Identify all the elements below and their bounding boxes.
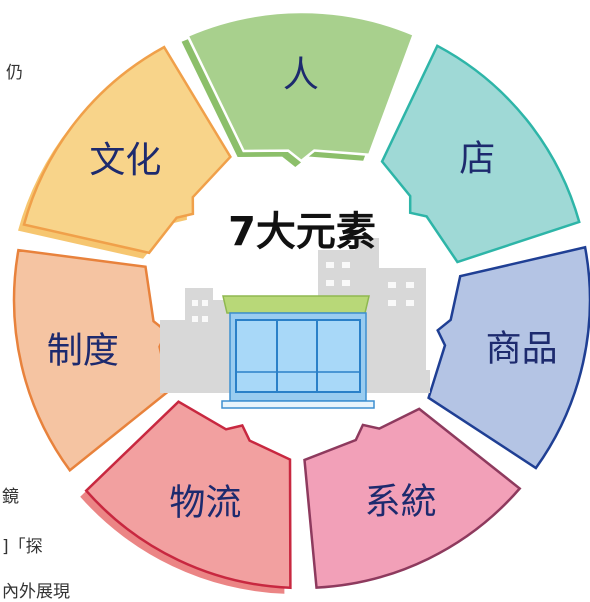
segment-label-logistics: 物流 [169, 483, 241, 524]
background-text-1: 仍 [6, 63, 23, 83]
segment-logistics [84, 400, 292, 590]
segment-policies [12, 248, 172, 473]
segment-store [380, 44, 581, 264]
store-icon [221, 295, 375, 409]
segment-people [185, 10, 416, 163]
segment-label-people: 人 [283, 55, 319, 96]
segment-label-store: 店 [459, 138, 495, 179]
segment-label-policies: 制度 [47, 331, 119, 372]
segment-label-culture: 文化 [89, 140, 161, 181]
background-text-2: 鏡 [2, 487, 19, 507]
segment-culture [22, 45, 232, 255]
background-text-3: ]「探 [2, 537, 43, 557]
segment-label-systems: 系統 [365, 482, 437, 523]
diagram-title: 7大元素 [228, 209, 376, 255]
segment-systems [303, 407, 522, 589]
segment-label-products: 商品 [486, 329, 558, 370]
